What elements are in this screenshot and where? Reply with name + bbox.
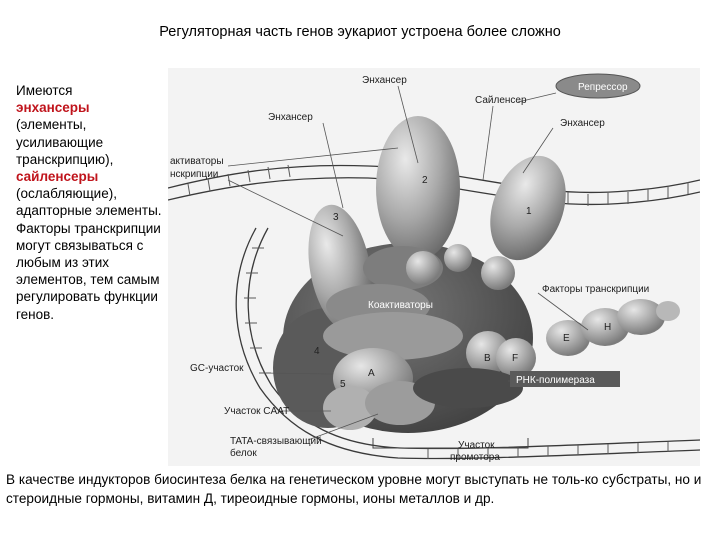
label-caat-region: Участок CAAT (224, 406, 289, 417)
label-promoter-1: Участок (458, 440, 495, 451)
lower-disc (323, 312, 463, 360)
term-enhancers: энхансеры (16, 100, 90, 116)
rna-polymerase-body (413, 368, 523, 408)
label-tata-1: TATA-связывающий (230, 436, 322, 447)
num-b: B (484, 353, 491, 364)
sphere (406, 251, 440, 285)
num-5: 5 (340, 379, 346, 390)
label-enhancer-right: Энхансер (560, 118, 605, 129)
sphere (481, 256, 515, 290)
factor-f (496, 338, 536, 378)
label-rna-polymerase: РНК-полимераза (516, 375, 595, 386)
label-transcription-factors: Факторы транскрипции (542, 284, 649, 295)
left-description: Имеются энхансеры(элементы, усиливающие т… (16, 82, 168, 323)
transcription-factors-chain (546, 299, 680, 356)
text-enhancers-desc: (элементы, усиливающие транскрипцию), (16, 117, 114, 167)
num-a: A (368, 368, 375, 379)
label-repressor: Репрессор (578, 82, 628, 93)
label-activators-1: активаторы (170, 156, 224, 167)
activator-lobe-1 (490, 155, 566, 261)
bottom-description: В качестве индукторов биосинтеза белка н… (6, 472, 702, 506)
num-2: 2 (422, 175, 428, 186)
slide-title: Регуляторная часть генов эукариот устрое… (159, 24, 561, 40)
label-coactivators: Коактиваторы (368, 300, 433, 311)
num-f: F (512, 353, 518, 364)
term-silencers: сайленсеры (16, 169, 99, 185)
label-gc-region: GC-участок (190, 363, 244, 374)
text-silencers-desc: (ослабляющие), адапторные элементы. Факт… (16, 186, 162, 322)
label-silencer: Сайленсер (475, 95, 527, 106)
repressor-shape (555, 73, 641, 99)
activator-lobe-2 (376, 116, 460, 260)
label-enhancer-left: Энхансер (268, 112, 313, 123)
label-enhancer-top: Энхансер (362, 75, 407, 86)
num-e: E (563, 333, 570, 344)
num-h: H (604, 322, 611, 333)
gene-regulation-diagram: Энхансер Репрессор Сайленсер Энхансер Эн… (168, 68, 700, 466)
num-4: 4 (314, 346, 320, 357)
num-3: 3 (333, 212, 339, 223)
label-promoter-2: промотора (450, 452, 500, 463)
rna-polymerase-label-box (510, 371, 620, 387)
sphere (444, 244, 472, 272)
label-activators-2: нскрипции (170, 169, 218, 180)
text-intro: Имеются (16, 83, 73, 98)
callout-lines (227, 85, 589, 441)
promoter-bracket (372, 438, 529, 449)
num-1: 1 (526, 206, 532, 217)
label-tata-2: белок (230, 447, 257, 459)
